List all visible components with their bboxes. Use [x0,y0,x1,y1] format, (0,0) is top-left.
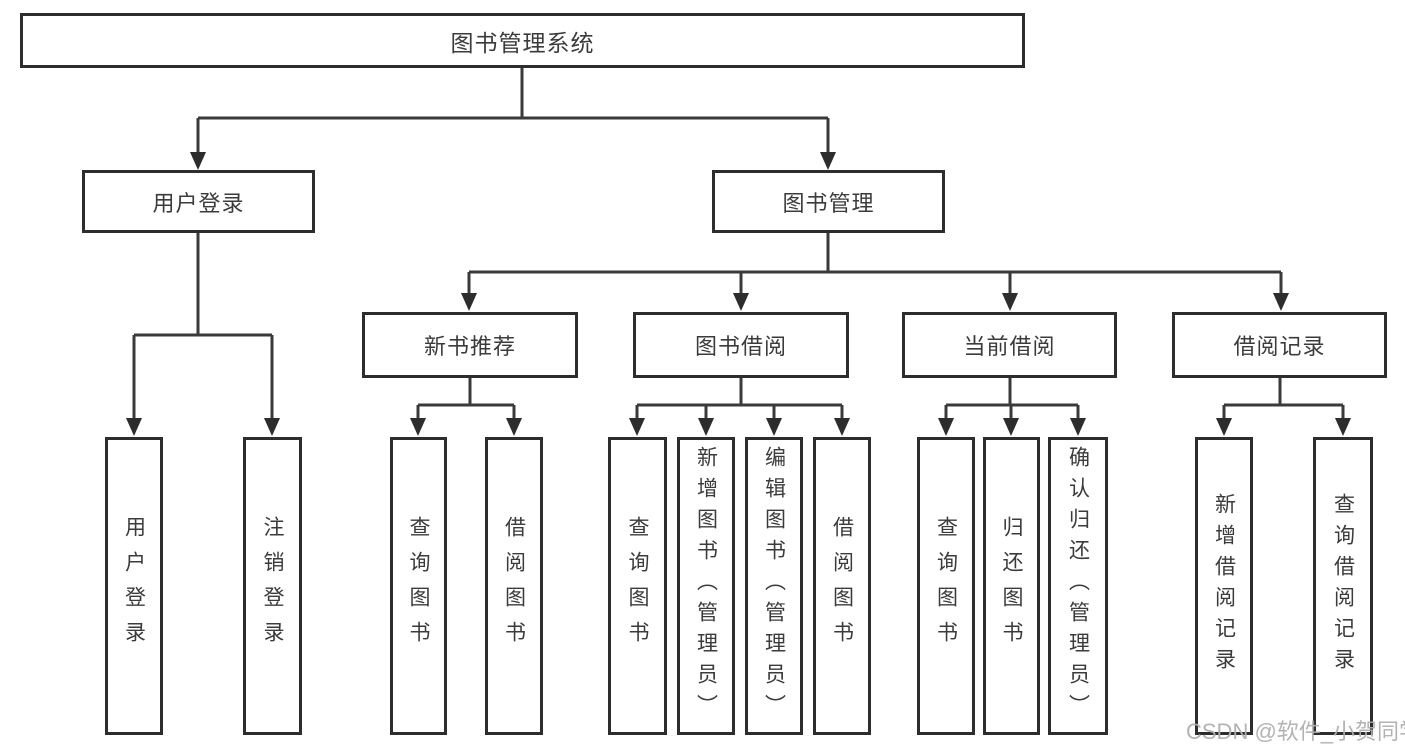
leaf-query-borrow-record-label: 查询借阅记录 [1331,493,1355,679]
node-borrow-record-label: 借阅记录 [1233,334,1326,359]
node-user-login-label: 用户登录 [152,190,245,216]
leaf-return-book-label: 归还图书 [1000,516,1023,656]
node-new-book-recommend: 新书推荐 [362,312,578,378]
leaf-edit-book-admin-label: 编辑图书（管理员） [762,446,786,725]
node-book-borrow-label: 图书借阅 [694,334,787,359]
csdn-watermark: CSDN @软件_小贺同学 [1186,719,1405,744]
leaf-add-book-admin-label: 新增图书（管理员） [694,446,718,725]
leaf-query-book-1: 查询图书 [390,437,447,735]
leaf-borrow-book-2: 借阅图书 [813,437,871,735]
leaf-query-book-2-label: 查询图书 [626,516,649,656]
leaf-confirm-return-admin: 确认归还（管理员） [1048,437,1108,735]
leaf-add-borrow-record-label: 新增借阅记录 [1212,493,1236,679]
leaf-add-book-admin: 新增图书（管理员） [677,437,735,735]
leaf-query-borrow-record: 查询借阅记录 [1313,437,1373,735]
leaf-logout: 注销登录 [243,437,302,735]
node-user-login: 用户登录 [82,170,315,233]
leaf-user-login-label: 用户登录 [122,516,146,656]
node-book-management-label: 图书管理 [782,190,875,216]
leaf-query-book-3-label: 查询图书 [934,516,958,656]
leaf-query-book-3: 查询图书 [917,437,975,735]
node-book-management: 图书管理 [712,170,945,233]
node-root-system: 图书管理系统 [20,13,1025,68]
leaf-confirm-return-admin-label: 确认归还（管理员） [1066,446,1090,725]
leaf-query-book-1-label: 查询图书 [407,516,430,656]
leaf-user-login: 用户登录 [105,437,163,735]
leaf-logout-label: 注销登录 [261,516,284,656]
node-current-borrow: 当前借阅 [902,312,1117,378]
leaf-edit-book-admin: 编辑图书（管理员） [745,437,803,735]
node-borrow-record: 借阅记录 [1172,312,1387,378]
leaf-return-book: 归还图书 [983,437,1040,735]
node-current-borrow-label: 当前借阅 [963,334,1056,359]
leaf-add-borrow-record: 新增借阅记录 [1195,437,1253,735]
node-book-borrow: 图书借阅 [633,312,849,378]
arrowheads [126,152,1351,436]
node-new-book-recommend-label: 新书推荐 [423,334,516,359]
connector-paths [132,68,1345,419]
leaf-query-book-2: 查询图书 [608,437,667,735]
leaf-borrow-book-1: 借阅图书 [485,437,543,735]
leaf-borrow-book-2-label: 借阅图书 [830,516,854,656]
leaf-borrow-book-1-label: 借阅图书 [502,516,526,656]
node-root-label: 图书管理系统 [450,29,595,56]
